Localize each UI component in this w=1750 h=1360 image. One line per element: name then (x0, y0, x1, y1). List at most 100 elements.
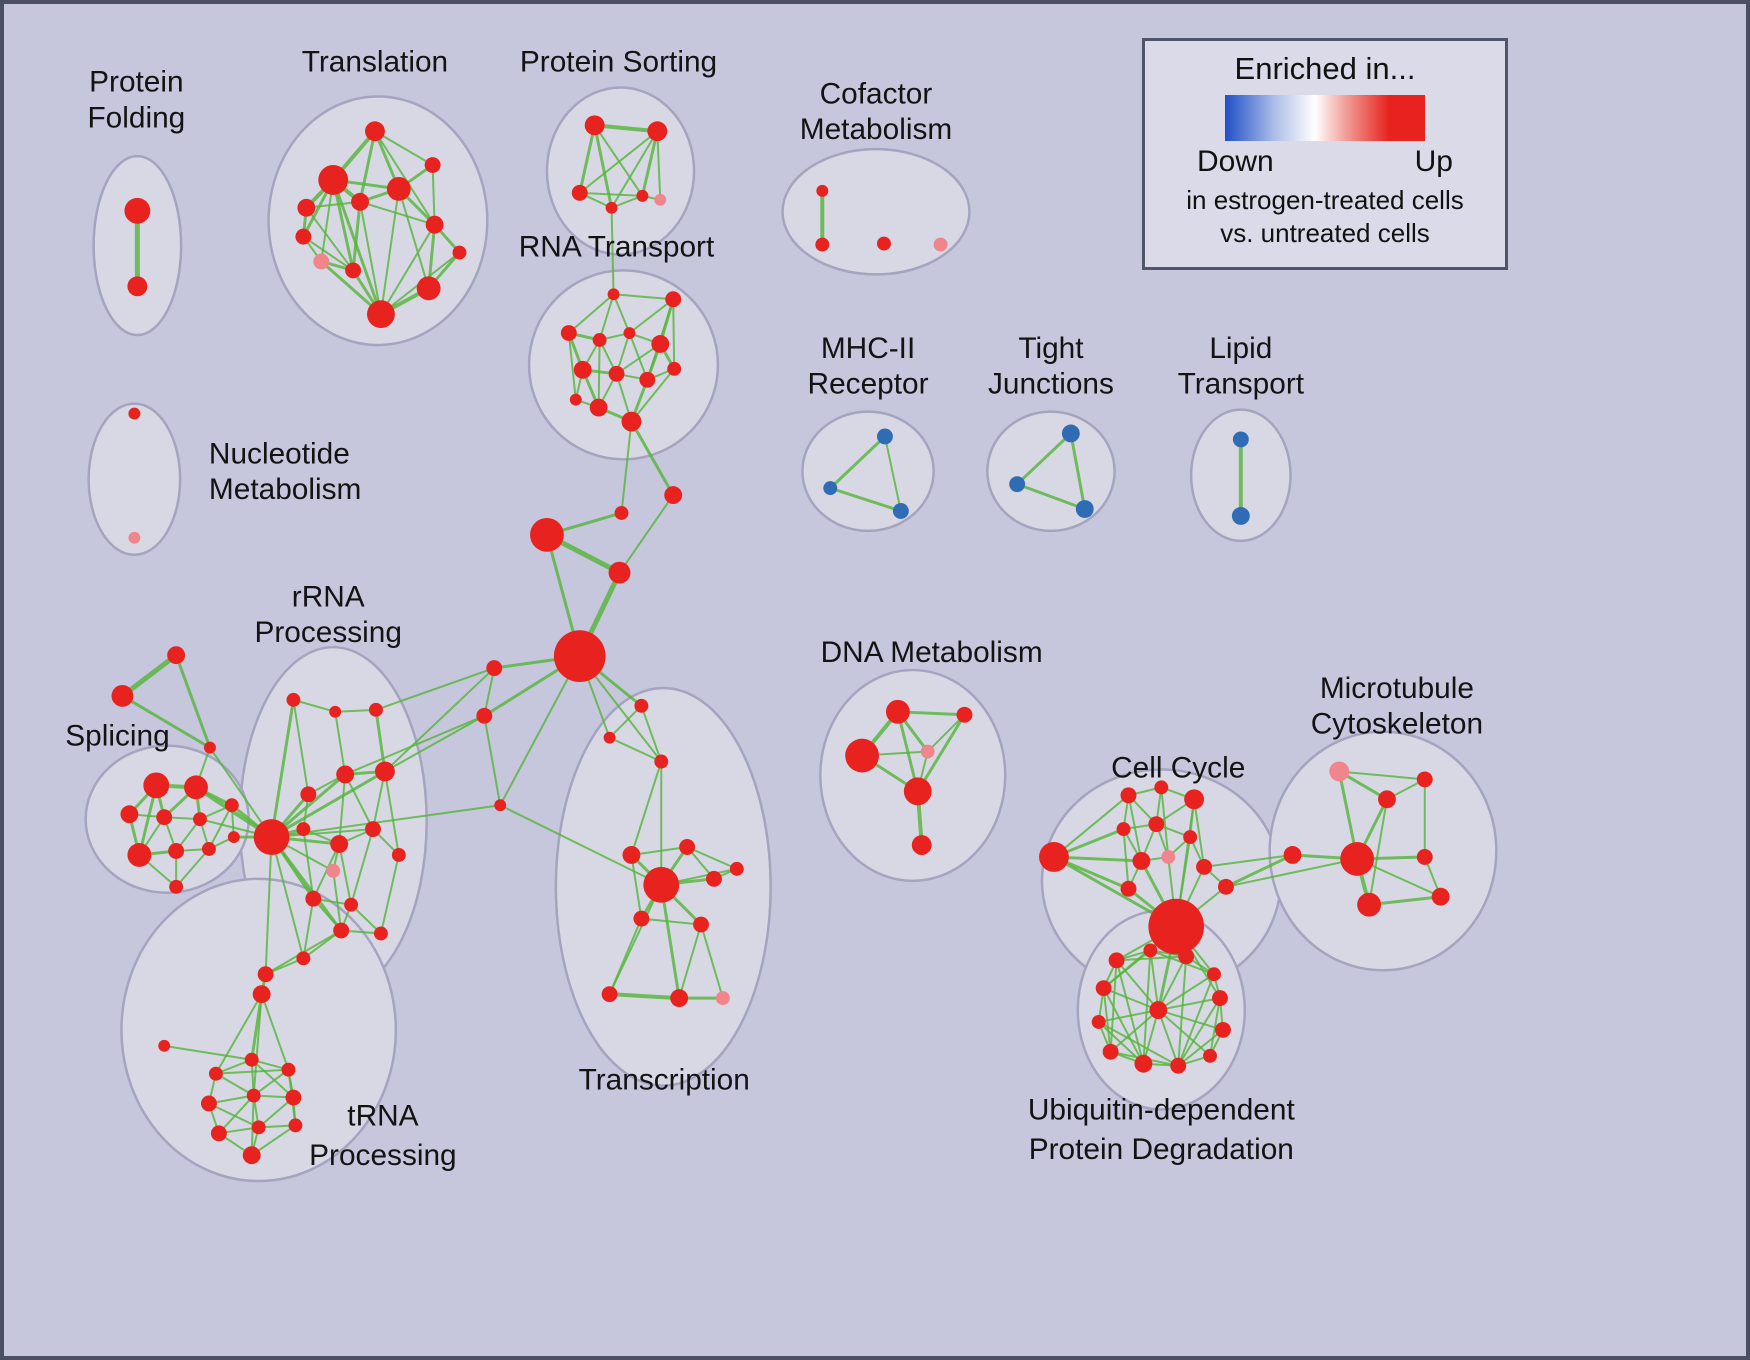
network-edge (383, 714, 486, 773)
network-node (1431, 887, 1450, 906)
network-node (158, 1039, 171, 1052)
network-node (639, 371, 656, 388)
cluster-label-tight-junctions: Tight (1018, 332, 1084, 365)
network-node (494, 799, 507, 812)
cluster-label-protein-sorting: Protein Sorting (520, 46, 717, 79)
network-node (584, 115, 605, 136)
cluster-label-trna-processing: tRNA (347, 1099, 418, 1132)
network-node (1091, 1015, 1106, 1029)
network-edge (629, 420, 675, 497)
network-node (654, 193, 667, 206)
network-node (679, 839, 696, 855)
network-edge (1157, 973, 1215, 1012)
network-node (386, 176, 411, 201)
cluster-label-rrna-processing: rRNA (292, 580, 365, 613)
network-edge (374, 667, 496, 711)
network-edge (270, 769, 387, 839)
network-node (667, 361, 682, 376)
network-edge (656, 130, 662, 201)
network-edge (597, 339, 601, 409)
network-edge (397, 187, 430, 290)
network-edge (1142, 949, 1152, 1065)
network-node (601, 986, 618, 1003)
network-node (706, 870, 722, 887)
network-node (288, 1118, 303, 1133)
network-edge (883, 435, 902, 512)
network-node (1416, 771, 1433, 788)
cluster-label-mhc-ii-receptor: Receptor (808, 368, 929, 401)
network-edge (379, 223, 436, 316)
network-node (336, 765, 355, 784)
cluster-label-rna-transport: RNA Transport (519, 231, 715, 264)
network-node (571, 184, 588, 201)
network-node (242, 1146, 261, 1165)
network-edge (1157, 1009, 1212, 1057)
network-node (143, 772, 170, 799)
network-node (1214, 1021, 1231, 1038)
network-node (111, 684, 134, 707)
network-edge (120, 694, 212, 750)
network-node (693, 916, 709, 933)
legend-caption: in estrogen-treated cells vs. untreated … (1186, 184, 1463, 250)
network-node (120, 805, 139, 824)
network-node (424, 157, 441, 173)
network-edge (483, 714, 502, 807)
network-edge (358, 129, 377, 204)
network-node (920, 744, 935, 759)
network-edge (1149, 949, 1160, 1012)
cluster-tight-junctions (986, 410, 1116, 533)
network-node (368, 702, 383, 717)
nodes-layer (111, 115, 1450, 1165)
network-edge (250, 1058, 295, 1099)
network-node (253, 819, 290, 855)
network-node (1148, 898, 1205, 955)
network-edge (578, 130, 659, 194)
network-node (297, 198, 316, 217)
network-edge (270, 835, 343, 933)
legend-box: Enriched in... Down Up in estrogen-treat… (1142, 38, 1508, 270)
cluster-label-translation: Translation (302, 46, 448, 79)
network-node (208, 1066, 223, 1081)
network-node (1161, 849, 1176, 864)
network-edge (640, 917, 703, 926)
network-node (313, 253, 330, 270)
network-node (876, 428, 893, 445)
network-node (1095, 980, 1112, 997)
cluster-microtubule-cytoskeleton (1268, 730, 1498, 972)
network-edge (1157, 955, 1188, 1012)
network-edge (379, 187, 400, 316)
network-node (634, 698, 649, 713)
network-edge (302, 235, 355, 272)
network-node (1148, 816, 1165, 833)
network-edge (331, 178, 355, 272)
network-node (281, 1062, 296, 1077)
cluster-label-lipid-transport: Transport (1178, 368, 1305, 401)
network-edge (1157, 1009, 1180, 1067)
network-node (285, 1089, 302, 1106)
network-node (1075, 500, 1094, 518)
network-edge (1224, 853, 1295, 889)
cluster-label-mhc-ii-receptor: MHC-II (821, 332, 915, 365)
network-node (128, 531, 141, 544)
network-node (128, 407, 141, 420)
network-edge (260, 993, 290, 1071)
network-edge (331, 178, 383, 316)
network-node (333, 922, 350, 939)
network-edge (1069, 431, 1087, 511)
network-edge (302, 828, 315, 900)
network-edge (431, 164, 436, 226)
network-node (1340, 842, 1375, 876)
network-edge (607, 992, 682, 1001)
network-node (329, 705, 342, 718)
network-edge (359, 200, 436, 226)
network-edge (344, 773, 374, 831)
network-node (1061, 424, 1080, 443)
network-node (296, 822, 311, 837)
network-edge (592, 123, 660, 134)
network-edge (1224, 857, 1359, 888)
network-edge (628, 332, 649, 381)
network-node (553, 630, 606, 682)
network-node (1357, 892, 1382, 917)
